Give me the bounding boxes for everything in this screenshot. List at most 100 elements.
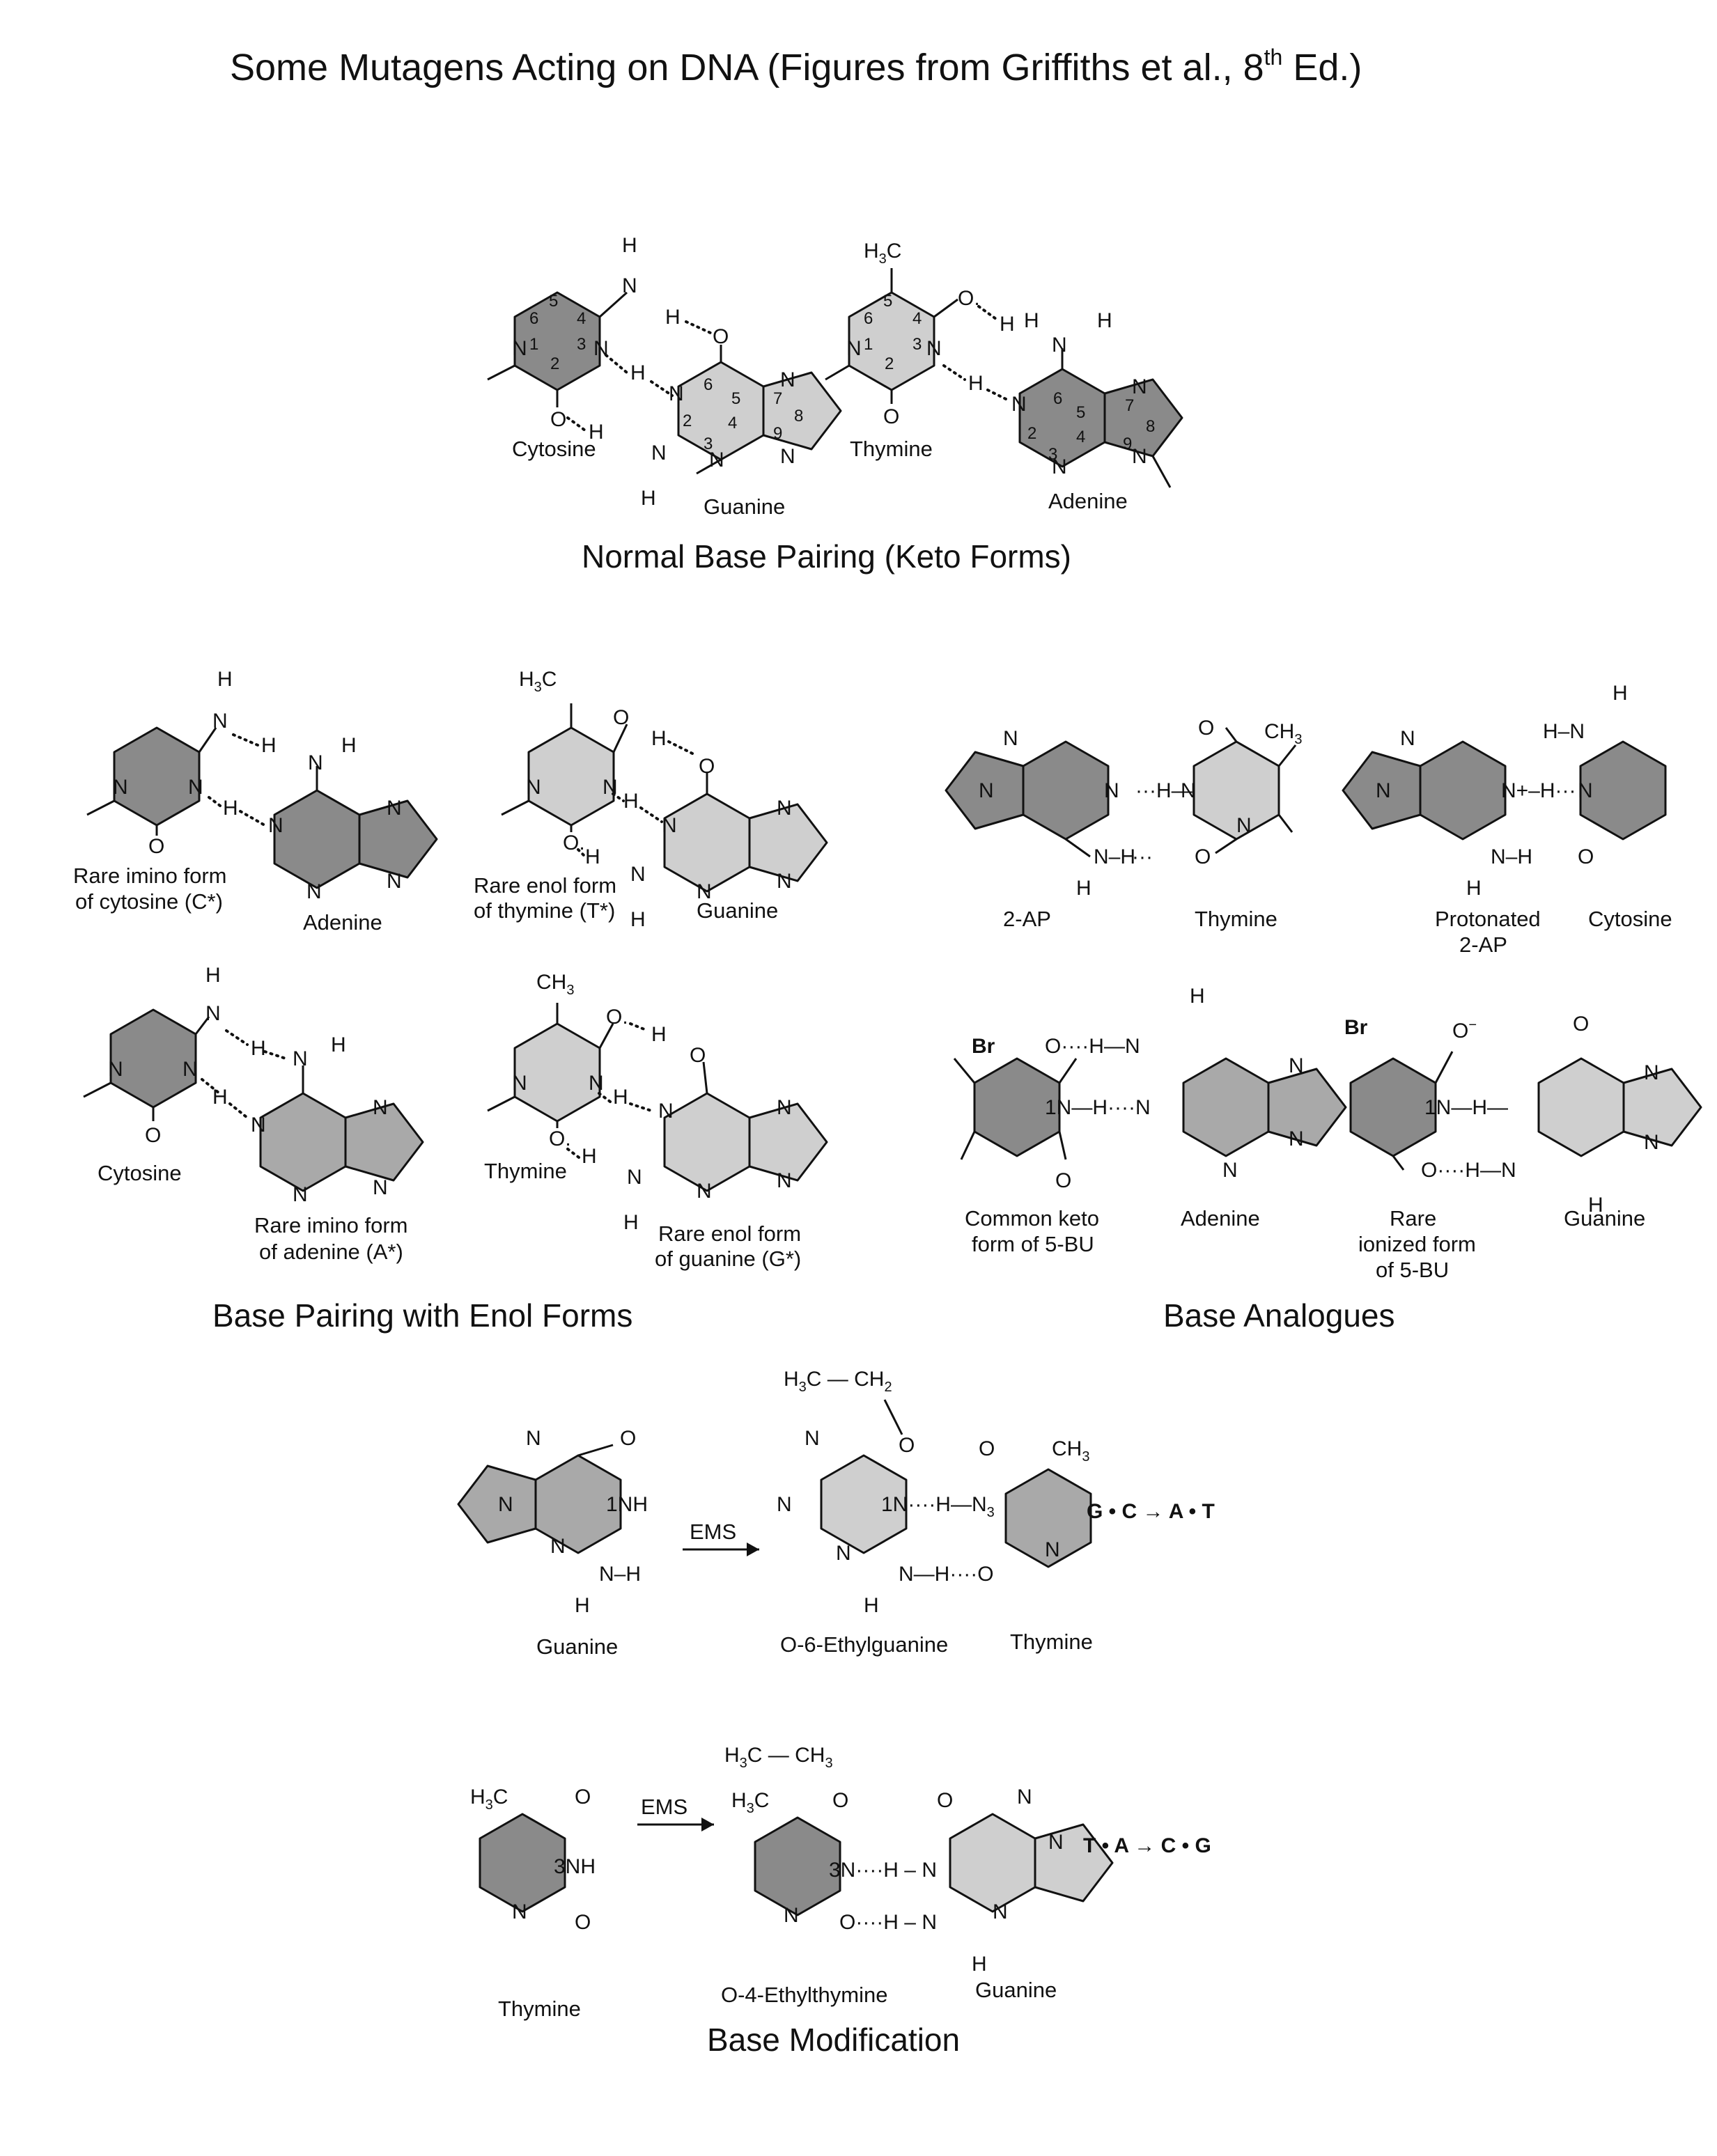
svg-text:N: N [188,776,203,799]
label-cytosine-enol: Cytosine [98,1161,182,1185]
svg-text:H: H [331,1033,346,1056]
label-ionized-3: of 5-BU [1376,1258,1449,1282]
svg-text:N: N [784,1904,799,1927]
svg-text:9: 9 [1123,435,1132,453]
svg-text:N: N [293,1183,308,1206]
svg-text:8: 8 [794,407,803,425]
svg-text:N: N [1578,779,1593,802]
svg-text:H: H [1613,682,1628,705]
svg-text:N: N [373,1096,388,1119]
svg-text:5: 5 [731,389,740,408]
svg-text:H–N: H–N [1543,720,1585,743]
svg-text:O: O [575,1786,591,1809]
label-ems-2: EMS [641,1795,687,1819]
svg-text:O: O [883,405,899,428]
svg-text:H: H [341,734,357,757]
section-title-enol: Base Pairing with Enol Forms [212,1297,632,1334]
svg-text:N: N [512,1900,527,1923]
svg-text:N: N [108,1058,123,1081]
svg-text:N: N [1132,445,1147,468]
svg-text:N: N [1052,334,1067,357]
label-2ap: 2-AP [1003,907,1051,931]
svg-text:8: 8 [1146,417,1155,436]
label-rare-imino-a-2: of adenine (A*) [259,1240,403,1264]
svg-text:H: H [623,1211,639,1234]
svg-text:N: N [993,1900,1008,1923]
svg-text:1: 1 [529,335,538,354]
svg-text:N: N [780,445,795,468]
label-keto-2: form of 5-BU [972,1232,1094,1256]
svg-text:N: N [205,1002,221,1025]
svg-text:N: N [697,880,712,903]
thymine2-mod-structure: H3C O 3NH N O [470,1786,596,1934]
svg-text:N: N [1048,1831,1064,1854]
svg-text:···: ··· [1132,845,1153,868]
svg-text:1: 1 [864,335,873,354]
svg-text:H: H [613,1086,628,1109]
label-thymine-mod: Thymine [1010,1630,1093,1654]
cytosine-structure: O N H N N 5 6 4 3 1 2 [487,234,637,431]
section-enol-forms: O N H N N Rare imino form of cytosine (C… [73,668,828,1334]
bu5-ionized-structure: Br O− 1N—H— O····H—N [1344,1016,1516,1182]
svg-text:N: N [1222,1159,1238,1182]
svg-text:N: N [622,274,637,297]
label-protonated-1: Protonated [1435,907,1541,931]
svg-text:N: N [550,1535,566,1558]
cytosine-enol-structure: O N H N N [83,964,221,1147]
svg-text:N: N [805,1427,820,1450]
svg-text:H: H [205,964,221,987]
svg-text:1NH: 1NH [606,1493,648,1516]
svg-text:N: N [630,863,646,886]
label-keto-1: Common keto [965,1206,1099,1231]
svg-text:6: 6 [1053,389,1062,408]
ap2-structure: N N N N–H H [945,727,1135,900]
svg-text:2: 2 [550,354,559,373]
svg-text:H: H [864,1594,879,1617]
label-o4: O-4-Ethylthymine [721,1983,887,2007]
o4-ethylthymine-structure: H3C — CH3 H3C O 3N····H – N N O····H – N [724,1744,937,1934]
svg-text:N: N [662,814,677,837]
label-guanine: Guanine [704,494,785,519]
svg-text:O: O [1055,1169,1071,1192]
svg-text:N: N [1104,779,1119,802]
guanine-enol-structure-1: O N N H N N N [630,755,828,931]
svg-text:N: N [589,1072,604,1095]
svg-text:N: N [182,1058,198,1081]
adenine-enol-structure-1: N H H N N N N [261,734,438,903]
svg-text:N: N [1052,455,1067,478]
svg-text:O.: O. [549,1127,571,1150]
svg-text:CH3: CH3 [1264,720,1302,747]
svg-text:O: O [699,755,715,778]
thymine-structure: H3C O O. N N 5 6 4 3 1 2 [825,240,980,428]
svg-text:N: N [777,1493,792,1516]
section-base-modification: O 1NH N N–H H N N Guanine EMS H3C — CH2 … [457,1368,1215,2058]
o6-ethylguanine-structure: H3C — CH2 O 1N····H—N3 N N—H····O H N N [777,1368,995,1617]
svg-text:6: 6 [864,309,873,328]
svg-text:N: N [697,1180,712,1203]
svg-text:O−: O− [1452,1017,1477,1042]
svg-text:O: O [613,706,629,729]
svg-text:O: O [713,325,729,348]
svg-text:3: 3 [577,335,586,354]
svg-text:N: N [1132,375,1147,398]
svg-text:H: H [972,1953,987,1976]
svg-text:H3C: H3C [470,1786,508,1813]
svg-text:4: 4 [728,414,737,432]
label-rare-imino-a-1: Rare imino form [254,1213,408,1237]
label-rare-imino-c-2: of cytosine (C*) [75,889,223,914]
label-ionized-2: ionized form [1358,1232,1476,1256]
guanine-analogue-structure: O N N H [1537,1013,1702,1217]
svg-text:1N····H—N3: 1N····H—N3 [881,1493,995,1520]
svg-text:CH3: CH3 [536,971,574,998]
page-title: Some Mutagens Acting on DNA (Figures fro… [230,45,1362,88]
section-base-analogues: N N N N–H H 2-AP ···H— O CH3 N N O ··· T… [945,682,1702,1334]
svg-text:H: H [212,1086,228,1109]
svg-text:O: O [575,1911,591,1934]
svg-text:5: 5 [883,292,892,311]
svg-text:H: H [1000,313,1015,336]
svg-text:O: O [899,1434,915,1457]
svg-text:O: O [148,835,164,858]
label-thymine-enol: Thymine [484,1159,567,1183]
svg-text:N: N [251,1114,266,1136]
